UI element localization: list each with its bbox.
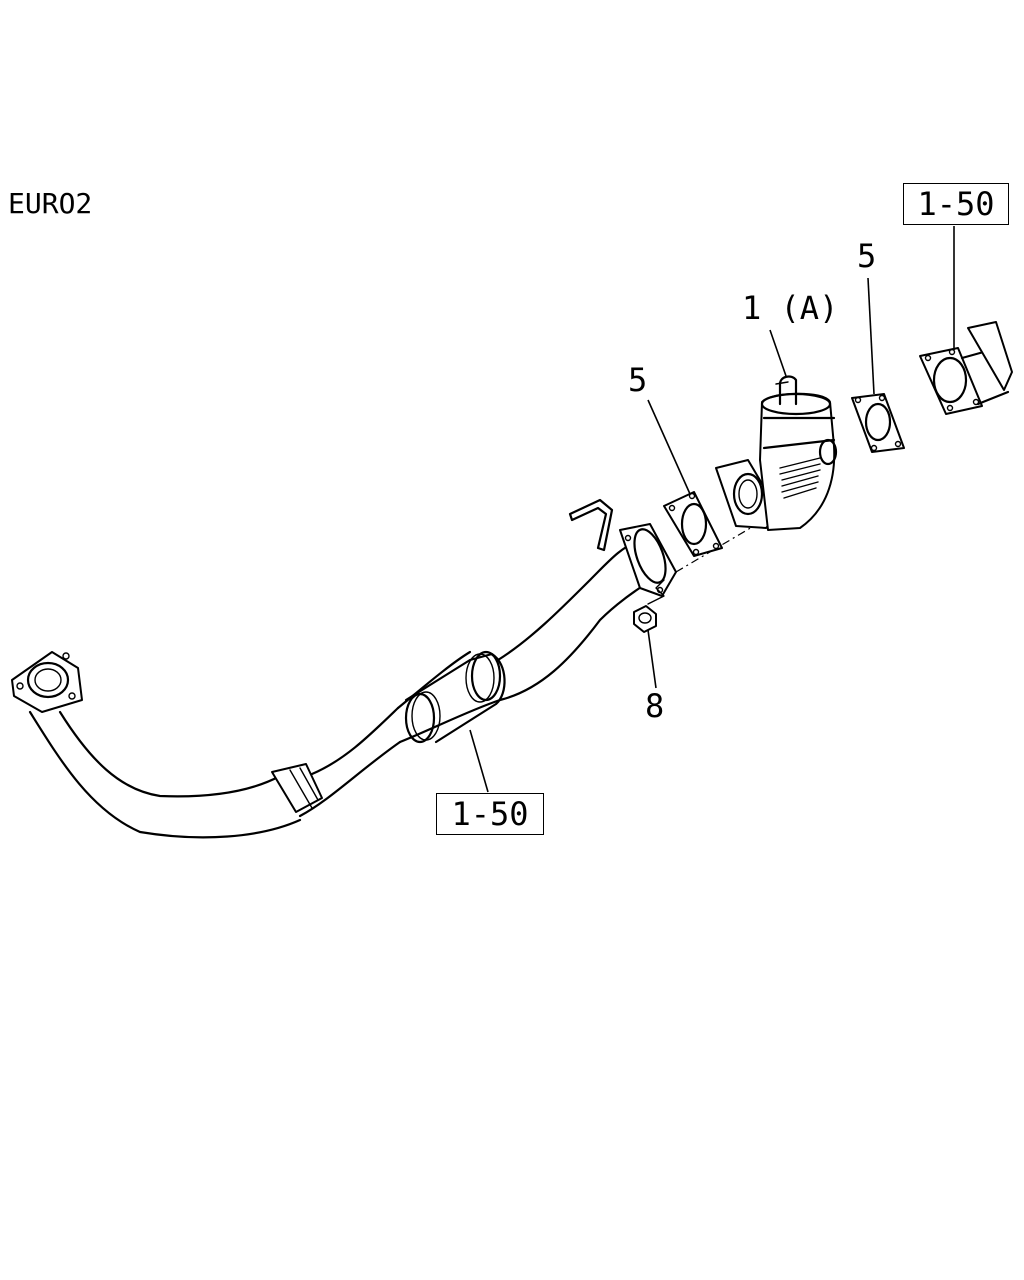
callout-converter: 1 (A) [742, 289, 839, 327]
ref-box-bottom[interactable]: 1-50 [436, 793, 544, 835]
callout-gasket-left: 5 [628, 361, 648, 399]
ref-label-bottom: 1-50 [451, 795, 529, 833]
variant-label: EURO2 [8, 187, 93, 220]
pipe-catalyst-body [396, 498, 765, 744]
rear-pipe-section [919, 321, 1013, 415]
gasket-left [663, 491, 723, 557]
ref-box-top-right[interactable]: 1-50 [903, 183, 1009, 225]
callout-nut: 8 [645, 687, 665, 725]
nut [633, 579, 665, 633]
front-exhaust-pipe [11, 651, 402, 839]
gasket-right [851, 393, 905, 453]
converter-unit [715, 375, 838, 531]
ref-label-top-right: 1-50 [917, 185, 995, 223]
leader-lines [469, 226, 955, 793]
callout-gasket-right: 5 [857, 237, 877, 275]
